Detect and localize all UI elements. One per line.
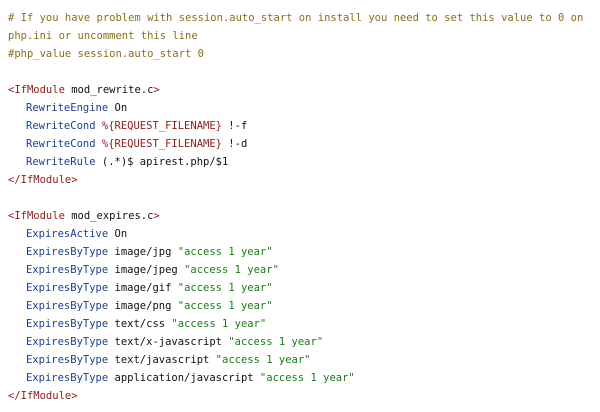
mime-type: image/png — [114, 300, 172, 312]
directive-flag: !-f — [221, 120, 248, 132]
server-variable: %{REQUEST_FILENAME} — [101, 138, 222, 150]
directive-name: ExpiresByType — [26, 246, 109, 258]
ifmodule-open-tag: <IfModule mod_rewrite.c> — [8, 81, 600, 99]
tag-close-bracket: > — [153, 84, 160, 96]
directive-name: RewriteCond — [26, 120, 96, 132]
mime-type: text/x-javascript — [114, 336, 222, 348]
directive-name: ExpiresByType — [26, 264, 109, 276]
tag-open-bracket: < — [8, 84, 15, 96]
expires-entry-line: ExpiresByType image/png "access 1 year" — [8, 297, 600, 315]
directive-line: RewriteEngine On — [8, 99, 600, 117]
ifmodule-close-tag: </IfModule> — [8, 174, 78, 186]
mime-type: text/css — [114, 318, 166, 330]
expires-entry-line: ExpiresByType text/javascript "access 1 … — [8, 351, 600, 369]
expires-entry-line: ExpiresByType text/css "access 1 year" — [8, 315, 600, 333]
blank-line — [8, 189, 600, 207]
blank-line — [8, 63, 600, 81]
expiry-value: "access 1 year" — [184, 264, 279, 276]
directive-line: RewriteCond %{REQUEST_FILENAME} !-d — [8, 135, 600, 153]
directive-name: ExpiresByType — [26, 354, 109, 366]
expires-entry-line: ExpiresByType text/x-javascript "access … — [8, 333, 600, 351]
expiry-value: "access 1 year" — [259, 372, 355, 384]
expiry-value: "access 1 year" — [177, 300, 273, 312]
directive-name: RewriteRule — [26, 156, 96, 168]
module-name: mod_rewrite.c — [71, 84, 154, 96]
directive-name: ExpiresByType — [26, 282, 109, 294]
server-variable: %{REQUEST_FILENAME} — [101, 120, 222, 132]
directive-name: ExpiresActive — [26, 228, 109, 240]
tag-open-bracket: < — [8, 210, 15, 222]
tag-name: IfModule — [14, 84, 65, 96]
expires-entry-line: ExpiresByType image/jpg "access 1 year" — [8, 243, 600, 261]
directive-arg: (.*)$ apirest.php/$1 — [101, 156, 229, 168]
expiry-value: "access 1 year" — [177, 282, 273, 294]
mime-type: image/jpg — [114, 246, 172, 258]
expires-entry-line: ExpiresByType image/jpeg "access 1 year" — [8, 261, 600, 279]
directive-name: RewriteEngine — [26, 102, 109, 114]
expiry-value: "access 1 year" — [171, 318, 267, 330]
directive-line: RewriteCond %{REQUEST_FILENAME} !-f — [8, 117, 600, 135]
directive-line: ExpiresActive On — [8, 225, 600, 243]
expiry-value: "access 1 year" — [215, 354, 311, 366]
comment-line: # If you have problem with session.auto_… — [8, 12, 584, 24]
directive-name: ExpiresByType — [26, 336, 109, 348]
module-name: mod_expires.c — [71, 210, 154, 222]
mime-type: application/javascript — [114, 372, 254, 384]
expires-entry-line: ExpiresByType application/javascript "ac… — [8, 369, 600, 387]
ifmodule-open-tag: <IfModule mod_expires.c> — [8, 207, 600, 225]
mime-type: image/jpeg — [114, 264, 178, 276]
expires-entry-line: ExpiresByType image/gif "access 1 year" — [8, 279, 600, 297]
mime-type: text/javascript — [114, 354, 210, 366]
comment-line: #php_value session.auto_start 0 — [8, 48, 204, 60]
expiry-value: "access 1 year" — [177, 246, 273, 258]
comment-line: php.ini or uncomment this line — [8, 30, 198, 42]
tag-name: IfModule — [14, 210, 65, 222]
directive-name: ExpiresByType — [26, 372, 109, 384]
directive-flag: !-d — [221, 138, 248, 150]
ifmodule-close-tag: </IfModule> — [8, 390, 78, 402]
directive-name: ExpiresByType — [26, 300, 109, 312]
tag-close-bracket: > — [153, 210, 160, 222]
directive-name: RewriteCond — [26, 138, 96, 150]
directive-arg: On — [114, 228, 128, 240]
expiry-value: "access 1 year" — [228, 336, 324, 348]
mime-type: image/gif — [114, 282, 172, 294]
directive-name: ExpiresByType — [26, 318, 109, 330]
directive-line: RewriteRule (.*)$ apirest.php/$1 — [8, 153, 600, 171]
directive-arg: On — [114, 102, 128, 114]
